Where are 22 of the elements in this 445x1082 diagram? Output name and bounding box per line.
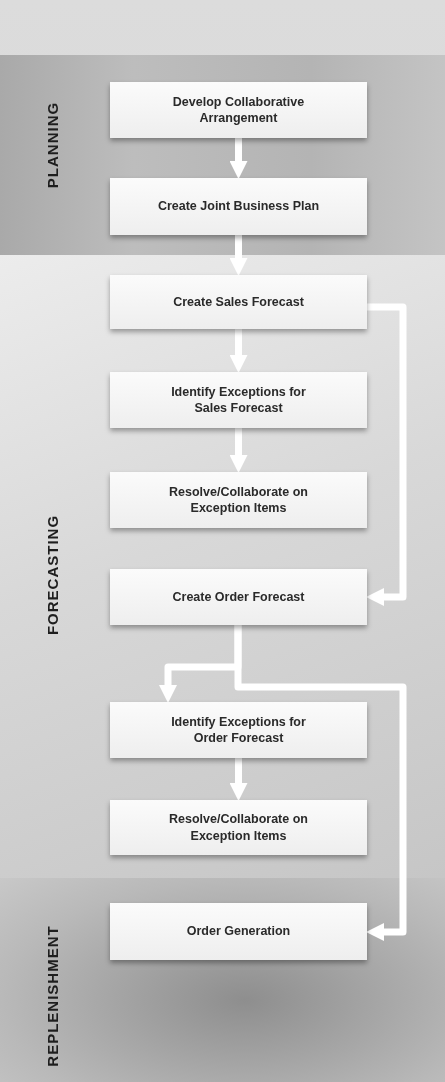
arrow — [229, 138, 248, 179]
arrow — [366, 303, 407, 606]
process-box: Develop Collaborative Arrangement — [110, 82, 367, 138]
process-box: Order Generation — [110, 903, 367, 960]
phase-band — [0, 878, 445, 1082]
phase-label: FORECASTING — [43, 514, 61, 636]
process-box: Create Joint Business Plan — [110, 178, 367, 235]
process-box: Resolve/Collaborate on Exception Items — [110, 472, 367, 528]
phase-band — [0, 55, 445, 255]
process-box: Resolve/Collaborate on Exception Items — [110, 800, 367, 855]
arrow — [229, 235, 248, 276]
arrow — [229, 428, 248, 473]
process-box: Create Sales Forecast — [110, 275, 367, 329]
arrow — [234, 625, 407, 941]
arrow — [229, 758, 248, 801]
process-box: Identify Exceptions for Order Forecast — [110, 702, 367, 758]
phase-label: PLANNING — [43, 101, 61, 189]
phase-label: REPLENISHMENT — [43, 925, 61, 1067]
process-box: Identify Exceptions for Sales Forecast — [110, 372, 367, 428]
process-box: Create Order Forecast — [110, 569, 367, 625]
arrow — [229, 329, 248, 373]
phase-band — [0, 255, 445, 878]
